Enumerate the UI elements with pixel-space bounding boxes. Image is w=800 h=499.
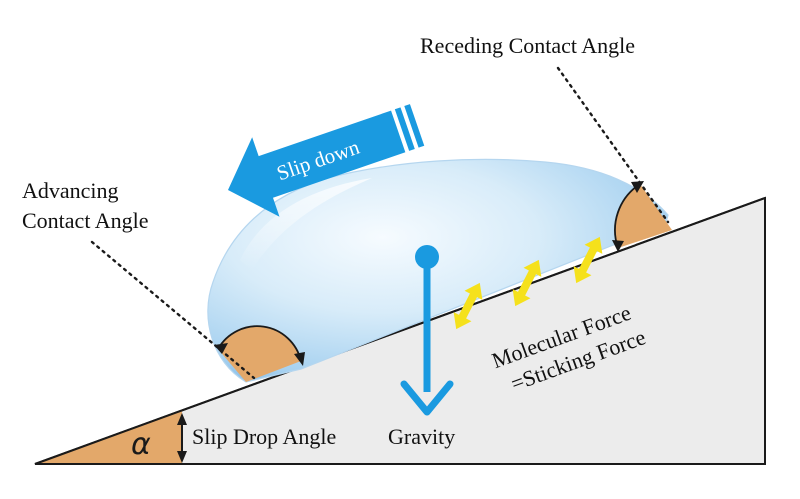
receding-angle-label: Receding Contact Angle (420, 33, 635, 58)
receding-angle-wedge (615, 184, 672, 248)
water-drop (207, 158, 669, 383)
arrow-down-icon (400, 380, 454, 416)
receding-arc-arrowhead-bottom (612, 240, 624, 252)
advancing-angle-wedge (218, 326, 301, 382)
slip-drop-angle-label: Slip Drop Angle (192, 424, 336, 449)
advancing-arc-arrowhead-right (294, 352, 305, 366)
drop-highlight (240, 178, 372, 270)
double-arrow-icon (512, 259, 542, 307)
arrow-left-icon (228, 110, 406, 217)
advancing-angle-arc (217, 325, 302, 362)
receding-angle-arc (614, 183, 641, 249)
double-arrow-icon (573, 236, 603, 284)
slope-surface-line (34, 197, 766, 465)
alpha-symbol: α (131, 427, 151, 462)
advancing-arc-arrowhead-left (214, 343, 228, 354)
advancing-leader-line (90, 240, 256, 380)
molecular-force-arrows (453, 236, 603, 330)
double-arrow-icon (453, 282, 483, 330)
gravity-label: Gravity (388, 424, 455, 449)
slip-drop-height-arrow (177, 413, 187, 463)
advancing-angle-label-line2: Contact Angle (22, 208, 148, 233)
advancing-angle-label-line1: Advancing (22, 178, 119, 203)
gravity-arrow (400, 245, 454, 416)
